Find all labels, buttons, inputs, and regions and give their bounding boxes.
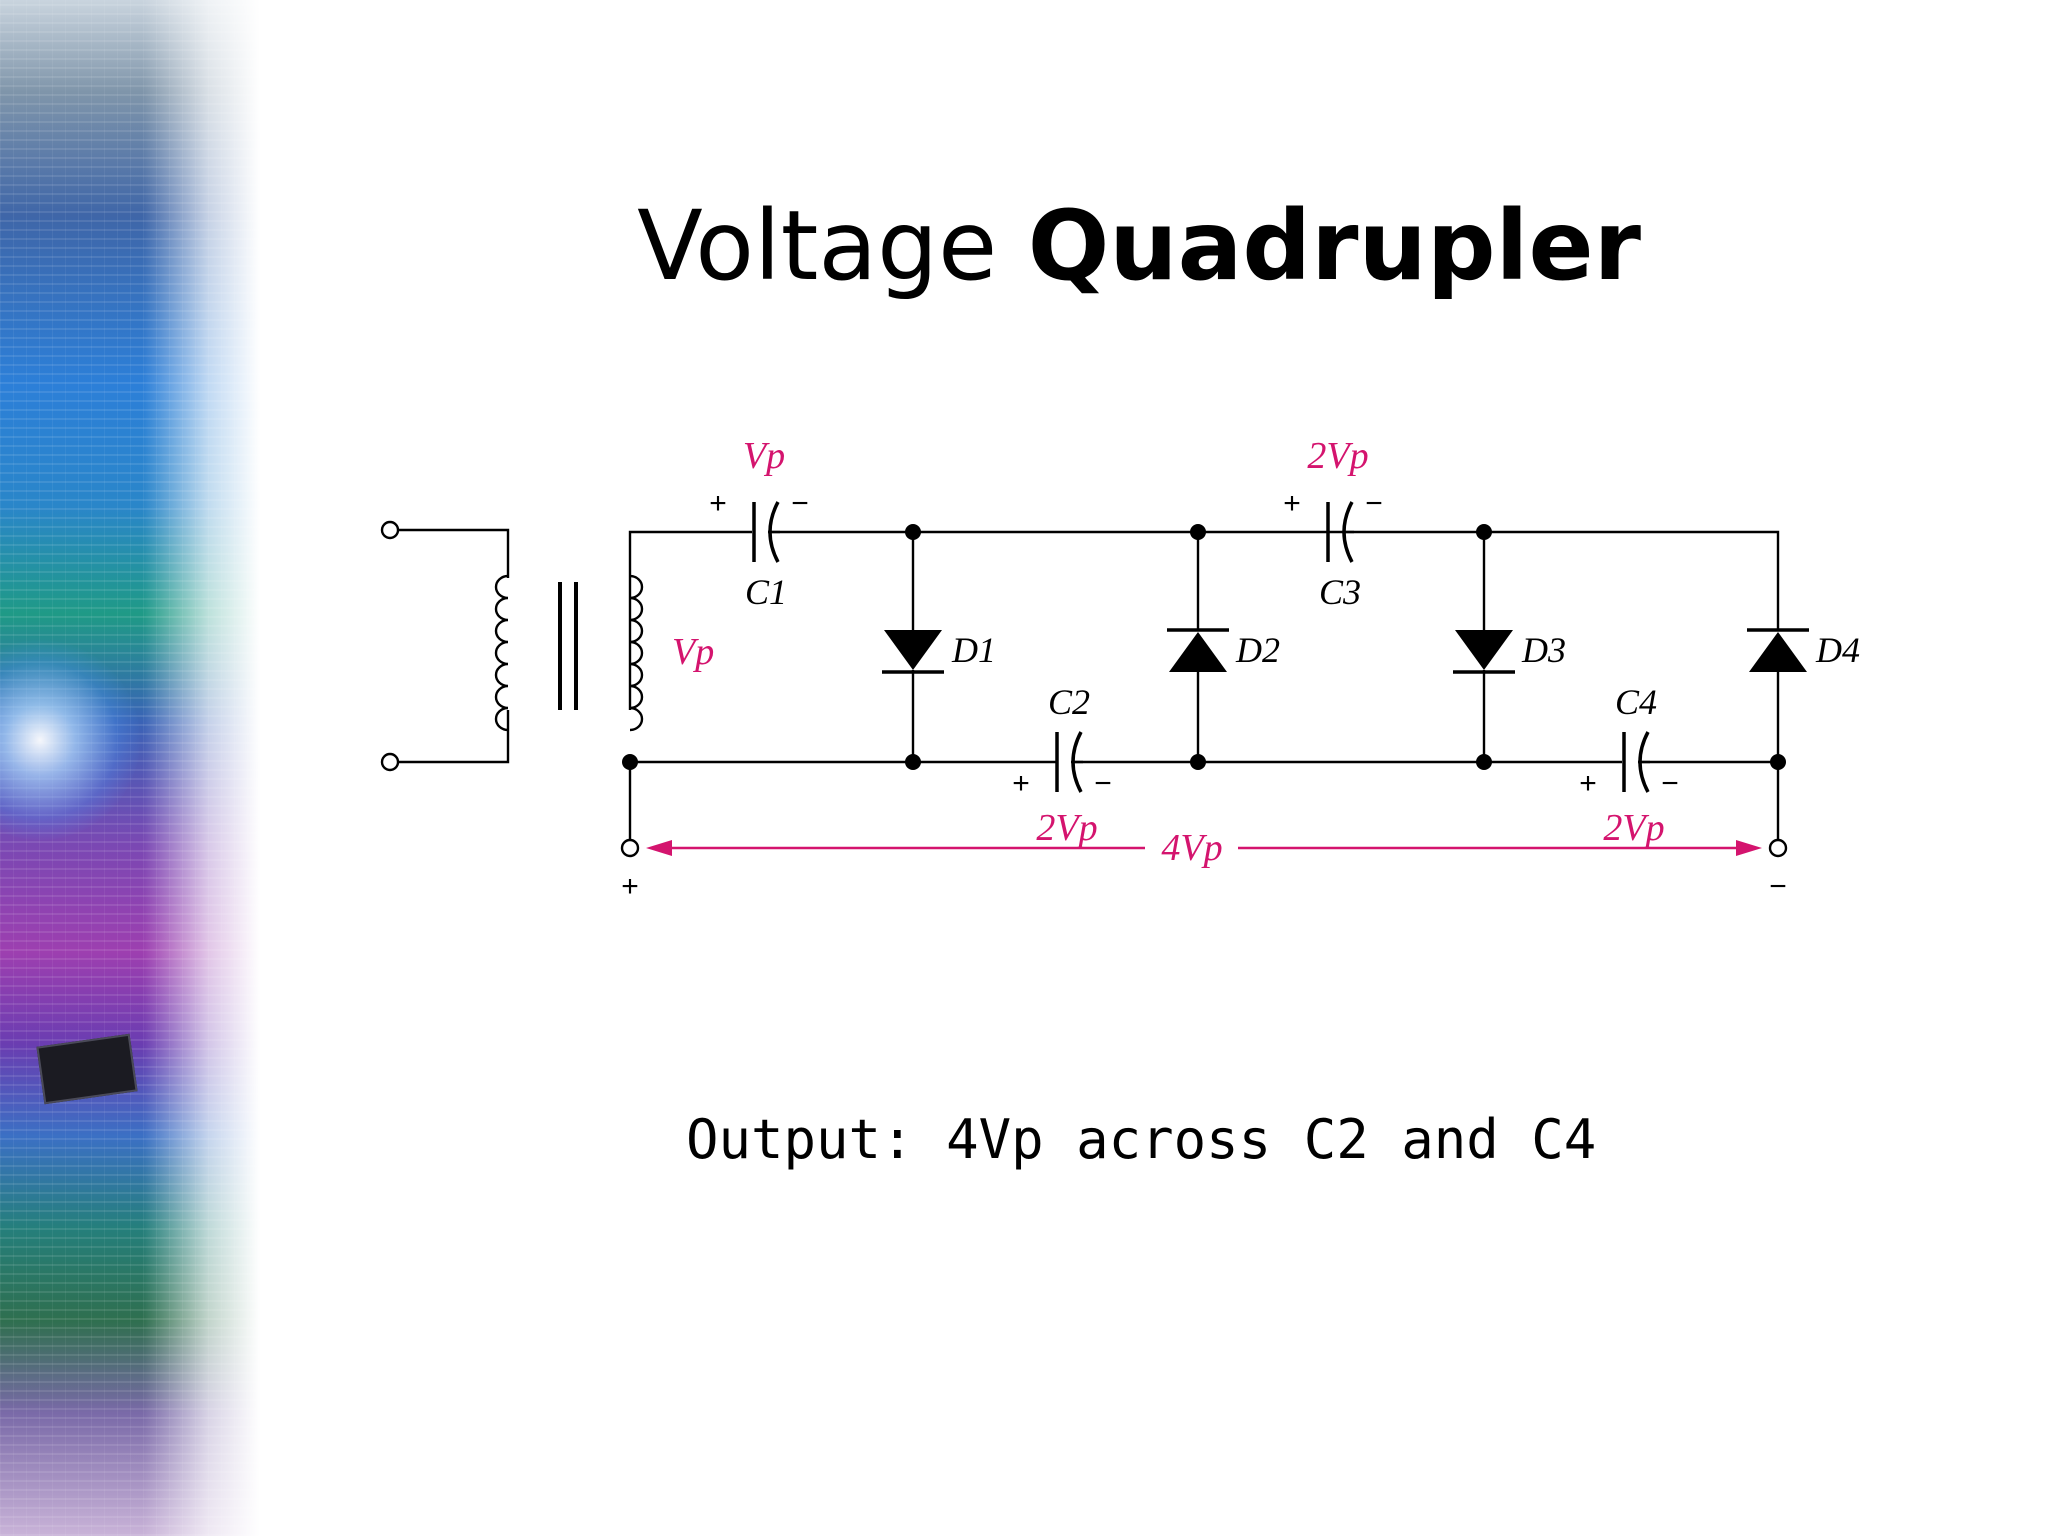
output-caption: Output: 4Vp across C2 and C4 bbox=[686, 1108, 1597, 1171]
label-c3: C3 bbox=[1319, 572, 1361, 612]
c4-minus-sign: − bbox=[1661, 767, 1679, 800]
capacitor-wire-patches bbox=[768, 530, 1650, 764]
diode-d3-icon bbox=[1453, 630, 1515, 674]
label-c1: C1 bbox=[745, 572, 787, 612]
transformer bbox=[494, 574, 644, 732]
c2-minus-sign: − bbox=[1094, 767, 1112, 800]
output-plus-sign: + bbox=[621, 870, 639, 903]
diode-d2-icon bbox=[1167, 628, 1229, 672]
c2-plus-sign: + bbox=[1012, 767, 1030, 800]
input-terminal-bottom bbox=[380, 752, 400, 772]
diode-d4-icon bbox=[1747, 628, 1809, 672]
junction-dots bbox=[622, 524, 1786, 770]
diode-d1-icon bbox=[882, 630, 944, 674]
output-voltage-arrow bbox=[646, 840, 1762, 856]
c3-plus-sign: + bbox=[1283, 487, 1301, 520]
voltage-quadrupler-circuit: C1 C3 C2 C4 D1 D2 D3 D4 + − + − + − + − … bbox=[380, 435, 1860, 903]
voltage-label-c3: 2Vp bbox=[1307, 435, 1368, 477]
sidebar-fade bbox=[0, 0, 260, 1536]
slide-title: Voltage Quadrupler bbox=[0, 190, 2048, 302]
input-terminal-top bbox=[380, 520, 400, 540]
circuit-board-background bbox=[0, 0, 260, 1536]
c1-plus-sign: + bbox=[709, 487, 727, 520]
voltage-label-c4: 2Vp bbox=[1603, 807, 1664, 849]
label-c4: C4 bbox=[1615, 682, 1657, 722]
label-d1: D1 bbox=[951, 630, 996, 670]
secondary-coil-icon bbox=[629, 574, 644, 732]
voltage-label-c2: 2Vp bbox=[1036, 807, 1097, 849]
output-minus-sign: − bbox=[1769, 870, 1787, 903]
label-c2: C2 bbox=[1048, 682, 1090, 722]
c1-minus-sign: − bbox=[791, 487, 809, 520]
voltage-label-c1: Vp bbox=[743, 435, 785, 477]
transformer-core-icon bbox=[558, 582, 578, 710]
label-d4: D4 bbox=[1815, 630, 1860, 670]
c4-plus-sign: + bbox=[1579, 767, 1597, 800]
wires bbox=[398, 528, 1780, 840]
output-terminal-positive bbox=[620, 838, 640, 858]
voltage-label-output: 4Vp bbox=[1161, 827, 1222, 869]
title-word-voltage: Voltage bbox=[637, 190, 998, 302]
label-d3: D3 bbox=[1521, 630, 1566, 670]
voltage-label-secondary: Vp bbox=[672, 631, 714, 673]
primary-coil-icon bbox=[494, 574, 509, 732]
label-d2: D2 bbox=[1235, 630, 1280, 670]
output-terminal-negative bbox=[1768, 838, 1788, 858]
title-word-quadrupler: Quadrupler bbox=[1027, 190, 1641, 302]
c3-minus-sign: − bbox=[1365, 487, 1383, 520]
